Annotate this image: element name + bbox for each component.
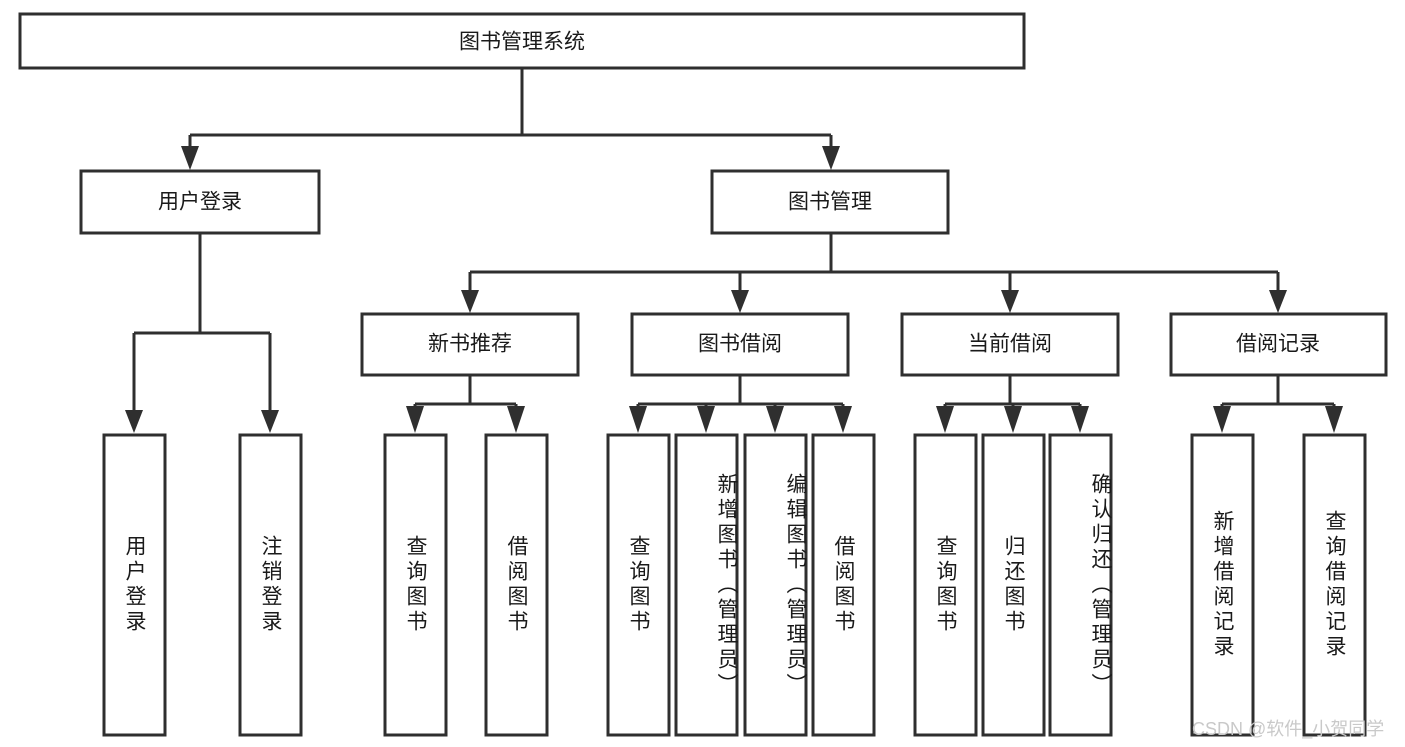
node-book-management[interactable]: 图书管理 [710,169,950,235]
leaf-box-borrow-book-a[interactable] [484,433,549,737]
leaf-box-user-login[interactable] [102,433,167,737]
arrow-head-leaf-query-book-a [406,406,424,433]
node-book-borrow[interactable]: 图书借阅 [630,312,850,377]
leaf-box-logout[interactable] [238,433,303,737]
arrow-head-current-borrow [1001,290,1019,313]
node-user-login-label: 用户登录 [158,191,242,214]
arrow-head-leaf-borrow-book-a [507,406,525,433]
node-book-management-label: 图书管理 [788,191,872,214]
leaf-box-confirm-return-admin[interactable] [1048,433,1113,737]
arrow-head-leaf-query-book-b [629,406,647,433]
node-current-borrow[interactable]: 当前借阅 [900,312,1120,377]
leaf-box-return-book[interactable] [981,433,1046,737]
arrow-head-leaf-query-record [1325,406,1343,433]
edge-group-bookborrow-to-leaves [629,375,852,433]
arrow-head-book-borrow [731,290,749,313]
node-borrow-record-box[interactable] [1169,312,1388,377]
leaf-box-borrow-book-b[interactable] [811,433,876,737]
node-new-book-recommend[interactable]: 新书推荐 [360,312,580,377]
arrow-head-leaf-confirm-return [1071,406,1089,433]
arrow-head-leaf-add-book [697,406,715,433]
arrow-head-leaf-logout [261,410,279,433]
leaf-box-add-borrow-record[interactable] [1190,433,1255,737]
node-borrow-record-label: 借阅记录 [1236,333,1320,356]
edge-group-bookmgmt-to-level3 [461,233,1287,313]
node-user-login[interactable]: 用户登录 [79,169,321,235]
arrow-head-leaf-borrow-book-b [834,406,852,433]
edge-group-userlogin-to-leaves [125,233,279,433]
leaf-box-query-book-a[interactable] [383,433,448,737]
arrow-head-new-book-recommend [461,290,479,313]
arrow-head-leaf-user-login [125,410,143,433]
leaf-box-query-book-c[interactable] [913,433,978,737]
node-root-system-label: 图书管理系统 [459,31,585,54]
arrow-head-leaf-edit-book [766,406,784,433]
leaf-box-query-book-b[interactable] [606,433,671,737]
leaf-box-query-borrow-record[interactable] [1302,433,1367,737]
edge-group-root-to-level2 [181,68,840,170]
node-user-login-box[interactable] [79,169,321,235]
arrow-head-leaf-query-book-c [936,406,954,433]
node-borrow-record[interactable]: 借阅记录 [1169,312,1388,377]
node-new-book-recommend-label: 新书推荐 [428,333,512,356]
node-book-borrow-box[interactable] [630,312,850,377]
arrow-head-user-login [181,146,199,170]
arrow-head-leaf-add-record [1213,406,1231,433]
arrow-head-book-mgmt [822,146,840,170]
leaf-box-add-book-admin[interactable] [674,433,739,737]
node-new-book-recommend-box[interactable] [360,312,580,377]
node-book-management-box[interactable] [710,169,950,235]
edge-group-currentborrow-to-leaves [936,375,1089,433]
node-current-borrow-box[interactable] [900,312,1120,377]
arrow-head-leaf-return-book [1004,406,1022,433]
leaf-box-edit-book-admin[interactable] [743,433,808,737]
node-book-borrow-label: 图书借阅 [698,333,782,356]
edge-group-newbook-to-leaves [406,375,525,433]
node-root-system[interactable]: 图书管理系统 [18,12,1026,70]
node-current-borrow-label: 当前借阅 [968,333,1052,356]
node-root-system-box[interactable] [18,12,1026,70]
arrow-head-borrow-record [1269,290,1287,313]
edge-group-borrowrecord-to-leaves [1213,375,1343,433]
watermark-text: CSDN @软件_小贺同学 [1192,719,1385,739]
